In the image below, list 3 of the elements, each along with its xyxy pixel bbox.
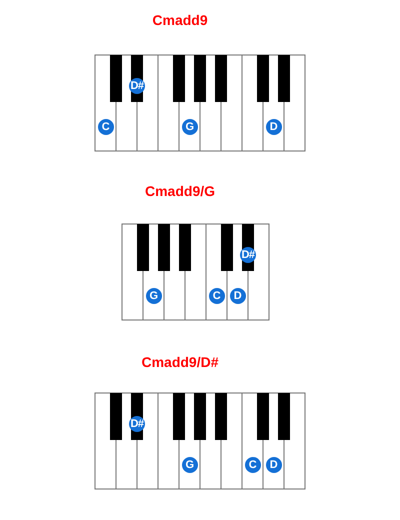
chord-name: Cmadd9/D# xyxy=(141,354,219,370)
chord-name: Cmadd9/G xyxy=(145,183,215,199)
chord-name: Cmadd9 xyxy=(152,12,208,28)
